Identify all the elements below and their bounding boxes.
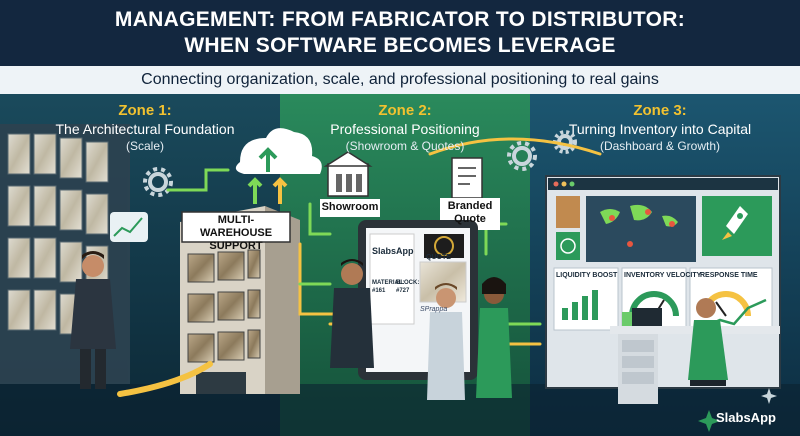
zone-1-paren: (Scale) (125, 139, 164, 153)
zone-2-number: Zone 2: (378, 102, 432, 119)
warehouse-label-line1: MULTI-WAREHOUSE (199, 214, 273, 239)
tablet-quote: QUOTE (426, 254, 451, 261)
zone-1-heading: Zone 1: The Architectural Foundation (Sc… (30, 102, 260, 154)
zone3-workstation (610, 298, 780, 404)
trend-chart-icon (110, 212, 148, 242)
zone-1-number: Zone 1: (118, 102, 172, 119)
tablet-material: MATERIAL: (372, 280, 405, 286)
showroom-icon (323, 151, 373, 197)
zone-3-heading: Zone 3: Turning Inventory into Capital (… (545, 102, 775, 154)
gear-icon (143, 130, 577, 197)
brand-logo: SlabsApp (716, 410, 776, 425)
warehouse-label: MULTI-WAREHOUSE SUPPORT (184, 214, 288, 253)
metric-inventory-velocity: INVENTORY VELOCITY (624, 272, 702, 279)
branded-quote-line1: Branded (447, 200, 493, 212)
zone1-person (70, 251, 116, 389)
branded-quote-line2: Quote (454, 213, 486, 225)
cloud-upload-icon (235, 128, 322, 204)
brand-star-icon (698, 388, 777, 432)
branded-quote-label: Branded Quote (440, 200, 500, 226)
title-line-2: WHEN SOFTWARE BECOMES LEVERAGE (184, 34, 616, 57)
multi-warehouse-building (180, 206, 300, 394)
subtitle-bar: Connecting organization, scale, and prof… (0, 66, 800, 94)
showroom-label: Showroom (321, 201, 379, 213)
pin-icon (609, 209, 675, 247)
tablet-block-id: #727 (396, 288, 410, 294)
tablet-block: BLOCK: (396, 280, 420, 286)
warehouse-label-line2: SUPPORT (209, 240, 263, 252)
zone-1-title: The Architectural Foundation (55, 121, 235, 137)
zone-3-paren: (Dashboard & Growth) (599, 139, 721, 153)
branded-quote-icon (451, 157, 483, 199)
scene-illustration (0, 94, 800, 436)
header-banner: MANAGEMENT: FROM FABRICATOR TO DISTRIBUT… (0, 0, 800, 66)
zone-3-number: Zone 3: (633, 102, 687, 119)
zone-2-title: Professional Positioning (330, 121, 480, 137)
zone-3-title: Turning Inventory into Capital (568, 121, 752, 137)
tablet-brand: SlabsApp (372, 246, 414, 256)
tablet-signature: SPrappa (420, 306, 448, 313)
zone-2-heading: Zone 2: Professional Positioning (Showro… (290, 102, 520, 154)
globe-icon (560, 238, 576, 254)
metric-response-time: RESPONSE TIME (700, 272, 758, 279)
zone-2-paren: (Showroom & Quotes) (345, 139, 465, 153)
rocket-icon (722, 206, 748, 240)
tablet-material-id: #161 (372, 288, 386, 294)
zone2-people (330, 259, 512, 400)
metric-liquidity-boost: LIQUIDITY BOOST (556, 272, 618, 279)
scene: Zone 1: The Architectural Foundation (Sc… (0, 94, 800, 436)
dashboard-monitor (545, 175, 781, 389)
title-line-1: MANAGEMENT: FROM FABRICATOR TO DISTRIBUT… (114, 8, 686, 31)
